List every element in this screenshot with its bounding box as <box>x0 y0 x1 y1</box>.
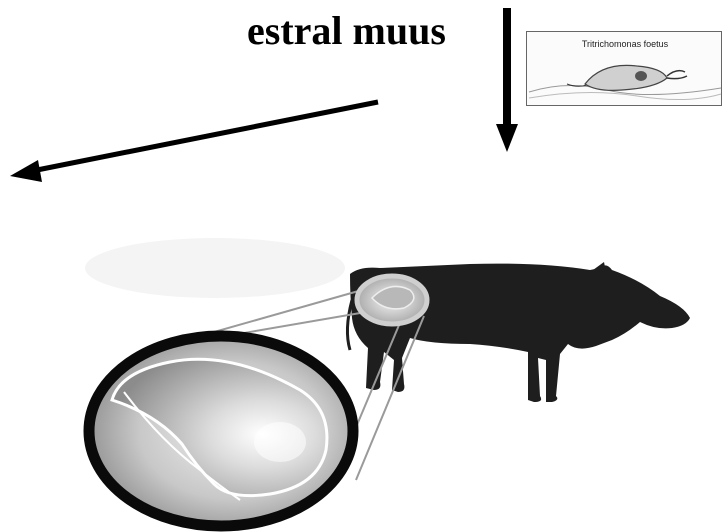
left-arrow <box>10 102 378 182</box>
large-magnifier <box>89 336 353 526</box>
small-magnifier <box>357 276 427 324</box>
down-arrow <box>496 8 518 152</box>
